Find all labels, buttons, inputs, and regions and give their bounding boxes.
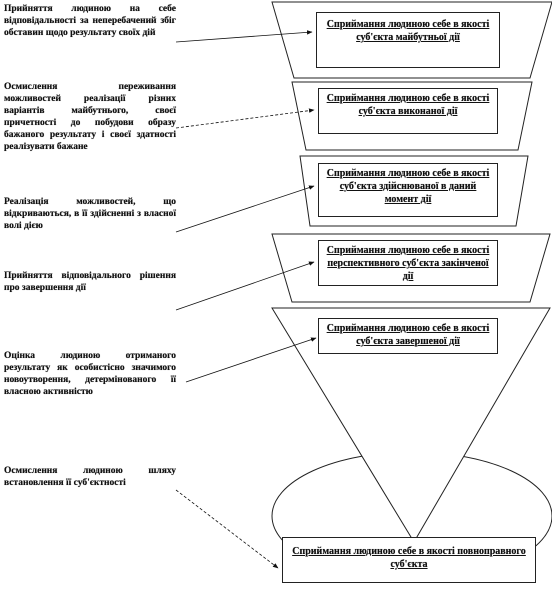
- left-label-6: Осмислення людиною шляху встановлення її…: [4, 466, 176, 488]
- arrow-5: [185, 337, 317, 383]
- left-label-3: Реалізація можливостей, що відкриваються…: [4, 197, 176, 231]
- left-label-4: Прийняття відповідального рішення про за…: [4, 271, 176, 293]
- arrow-6: [175, 489, 279, 569]
- arrow-3: [175, 185, 315, 233]
- stage-box-4: Сприймання людиною себе в якості перспек…: [318, 240, 498, 286]
- arrow-2: [175, 108, 315, 129]
- funnel-segment-5: [271, 307, 551, 543]
- stage-box-5: Сприймання людиною себе в якості суб'єкт…: [318, 318, 498, 354]
- stage-box-3: Сприймання людиною себе в якості суб'єкт…: [318, 163, 498, 217]
- arrow-1: [175, 30, 313, 43]
- arrow-4: [175, 261, 315, 311]
- stage-box-2: Сприймання людиною себе в якості суб'єкт…: [318, 88, 498, 134]
- left-label-5: Оцінка людиною отриманого результату як …: [4, 351, 176, 397]
- stage-box-6: Сприймання людиною себе в якості повнопр…: [282, 537, 536, 583]
- left-label-1: Прийняття людиною на себе відповідальнос…: [4, 4, 176, 38]
- left-label-2: Осмислення переживання можливостей реалі…: [4, 82, 176, 152]
- stage-box-1: Сприймання людиною себе в якості суб'єкт…: [316, 12, 500, 68]
